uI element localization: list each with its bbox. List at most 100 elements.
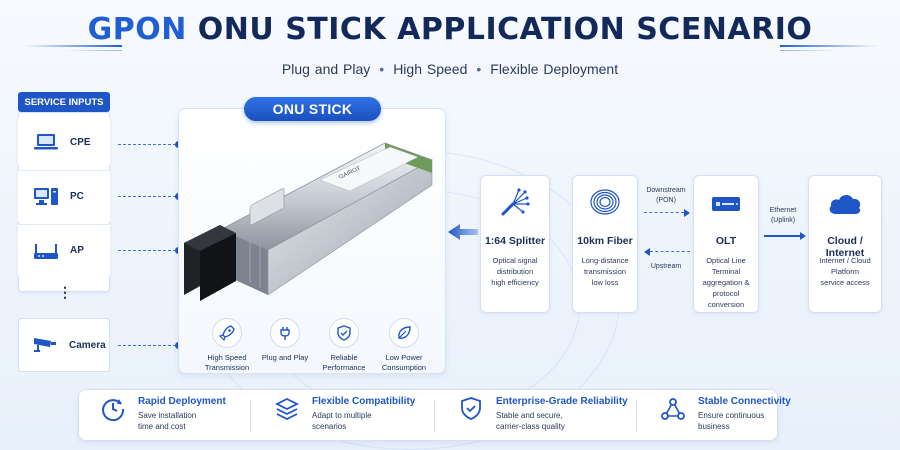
- laptop-icon: [32, 131, 60, 153]
- benefit-title: Enterprise-Grade Reliability: [496, 396, 628, 407]
- desc-line: Platform: [831, 267, 859, 276]
- service-item-pc[interactable]: PC: [18, 170, 110, 222]
- subtitle-item: Flexible Deployment: [490, 61, 619, 77]
- page-title: GPON ONU STICK APPLICATION SCENARIO: [0, 12, 900, 47]
- desc-line: protocol: [712, 289, 740, 298]
- ethernet-label: Ethernet (Uplink): [760, 206, 806, 226]
- service-item-camera[interactable]: Camera: [18, 318, 110, 372]
- arrow-right-icon: [800, 232, 806, 240]
- feature-high-speed: High Speed Transmission: [196, 318, 258, 373]
- desc-line: conversion: [707, 300, 745, 309]
- fiber-coil-icon: [572, 186, 638, 218]
- flow-label-line: (Uplink): [770, 217, 796, 224]
- arrow-left-icon: [448, 224, 478, 240]
- benefit-desc-line: carrier-class quality: [496, 422, 565, 431]
- onu-stick-label: ONU STICK: [244, 97, 381, 121]
- benefit-desc-line: Save installation: [138, 411, 197, 420]
- service-item-ap[interactable]: AP: [18, 224, 110, 276]
- benefit-title: Stable Connectivity: [698, 396, 791, 407]
- cloud-icon: [808, 190, 882, 218]
- desc-line: distribution: [496, 267, 534, 276]
- desc-line: transmission: [583, 267, 627, 276]
- feature-label: Low Power Consumption: [381, 353, 427, 372]
- service-item-cpe[interactable]: CPE: [18, 116, 110, 168]
- connector-line: [118, 144, 176, 145]
- upstream-label: Upstream: [650, 263, 682, 270]
- page-subtitle: Plug and Play•High Speed•Flexible Deploy…: [281, 61, 619, 77]
- benefit-divider: [434, 400, 435, 432]
- cloud-desc: Internet / Cloud Platform service access: [808, 255, 882, 288]
- olt-icon: [693, 192, 759, 216]
- layers-icon: [274, 396, 300, 427]
- feature-label: Plug and Play: [261, 353, 309, 362]
- downstream-arrow-line: [644, 212, 684, 213]
- benefit-title: Rapid Deployment: [138, 396, 226, 407]
- title-accent: GPON: [87, 12, 187, 47]
- feature-plug-and-play: Plug and Play: [254, 318, 316, 363]
- feature-reliable: Reliable Performance: [313, 318, 375, 373]
- subtitle-item: Plug and Play: [281, 61, 371, 77]
- rocket-icon: [212, 318, 242, 348]
- splitter-desc: Optical signal distribution high efficie…: [480, 255, 550, 288]
- router-icon: [32, 240, 60, 262]
- benefit-title: Flexible Compatibility: [312, 396, 416, 407]
- benefit-desc-line: time and cost: [138, 422, 186, 431]
- benefit-stable-connectivity: Stable Connectivity Ensure continuous bu…: [660, 396, 791, 432]
- benefit-desc-line: business: [698, 422, 730, 431]
- shield-check-icon: [329, 318, 359, 348]
- feature-label: High Speed Transmission: [204, 353, 250, 372]
- benefit-flexible-compatibility: Flexible Compatibility Adapt to multiple…: [274, 396, 415, 432]
- ethernet-arrow-line: [764, 235, 800, 237]
- shield-check-icon: [458, 396, 484, 427]
- leaf-icon: [389, 318, 419, 348]
- title-decoration-left: [64, 50, 122, 51]
- desc-line: high efficiency: [491, 278, 539, 287]
- title-decoration-right: [780, 45, 878, 47]
- service-item-label: Camera: [69, 339, 106, 351]
- connector-line: [118, 345, 176, 346]
- fiber-title: 10km Fiber: [577, 235, 633, 247]
- desc-line: Optical Line: [706, 256, 746, 265]
- arrow-left-icon: [644, 248, 650, 256]
- desc-line: Internet / Cloud: [819, 256, 871, 265]
- splitter-icon: [480, 186, 550, 218]
- flow-label-line: Ethernet: [769, 207, 797, 214]
- cloud-title: Cloud / Internet: [825, 235, 865, 259]
- desc-line: service access: [820, 278, 870, 287]
- benefit-desc-line: Ensure continuous: [698, 411, 765, 420]
- connector-line: [118, 250, 176, 251]
- sfp-module-image: GAIROT: [184, 142, 433, 301]
- connector-line: [118, 196, 176, 197]
- olt-desc: Optical Line Terminal aggregation & prot…: [693, 255, 759, 310]
- upstream-arrow-line: [650, 251, 690, 252]
- clock-icon: [100, 396, 126, 427]
- desc-line: aggregation &: [702, 278, 750, 287]
- service-item-label: CPE: [70, 136, 91, 148]
- feature-label: Reliable Performance: [322, 353, 366, 372]
- network-nodes-icon: [660, 396, 686, 427]
- desc-line: Long-distance: [581, 256, 629, 265]
- desktop-pc-icon: [32, 186, 60, 208]
- arrow-right-icon: [684, 209, 690, 217]
- plug-icon: [270, 318, 300, 348]
- desc-line: low loss: [591, 278, 619, 287]
- fiber-desc: Long-distance transmission low loss: [572, 255, 638, 288]
- benefit-desc-line: Stable and secure,: [496, 411, 563, 420]
- service-inputs-label: SERVICE INPUTS: [18, 92, 110, 112]
- benefit-desc-line: Adapt to multiple: [312, 411, 372, 420]
- olt-title: OLT: [715, 235, 737, 247]
- cctv-camera-icon: [31, 334, 59, 356]
- desc-line: Optical signal: [492, 256, 538, 265]
- title-decoration-right: [780, 50, 838, 51]
- title-decoration-left: [24, 45, 122, 47]
- subtitle-item: High Speed: [393, 61, 468, 77]
- benefit-enterprise-reliability: Enterprise-Grade Reliability Stable and …: [458, 396, 628, 432]
- splitter-title: 1:64 Splitter: [484, 235, 546, 247]
- service-item-label: AP: [70, 245, 84, 256]
- benefit-divider: [250, 400, 251, 432]
- benefit-divider: [636, 400, 637, 432]
- service-item-label: PC: [70, 191, 84, 202]
- desc-line: Terminal: [711, 267, 741, 276]
- benefit-desc-line: scenarios: [312, 422, 347, 431]
- benefit-rapid-deployment: Rapid Deployment Save installation time …: [100, 396, 226, 432]
